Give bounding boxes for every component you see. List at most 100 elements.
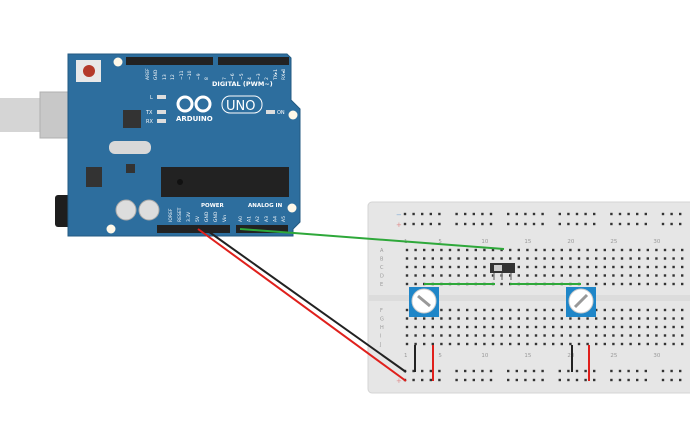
rail-hole[interactable] — [421, 378, 424, 382]
breadboard-hole[interactable] — [405, 274, 409, 277]
breadboard-hole[interactable] — [466, 274, 469, 277]
breadboard-hole[interactable] — [577, 257, 581, 260]
breadboard-hole[interactable] — [500, 342, 503, 346]
breadboard-hole[interactable] — [509, 308, 512, 312]
breadboard-hole[interactable] — [414, 342, 417, 346]
breadboard-hole[interactable] — [405, 317, 409, 320]
breadboard-hole[interactable] — [569, 265, 572, 269]
rail-hole[interactable] — [464, 222, 467, 226]
breadboard-hole[interactable] — [681, 257, 684, 260]
breadboard-hole[interactable] — [560, 317, 563, 320]
breadboard-hole[interactable] — [595, 308, 598, 312]
breadboard-hole[interactable] — [629, 308, 632, 312]
breadboard-hole[interactable] — [577, 265, 581, 269]
breadboard-hole[interactable] — [448, 265, 452, 269]
breadboard-hole[interactable] — [577, 248, 581, 252]
breadboard-hole[interactable] — [672, 265, 675, 269]
breadboard-hole[interactable] — [663, 248, 667, 252]
breadboard-hole[interactable] — [414, 317, 417, 320]
breadboard-hole[interactable] — [440, 248, 443, 252]
breadboard-hole[interactable] — [612, 248, 615, 252]
breadboard-hole[interactable] — [509, 317, 512, 320]
breadboard-hole[interactable] — [681, 282, 684, 286]
breadboard-hole[interactable] — [595, 274, 598, 277]
rail-hole[interactable] — [567, 222, 570, 226]
breadboard-hole[interactable] — [440, 325, 443, 329]
breadboard-hole[interactable] — [672, 257, 675, 260]
rail-hole[interactable] — [584, 378, 587, 382]
breadboard-hole[interactable] — [560, 265, 563, 269]
rail-hole[interactable] — [464, 212, 467, 216]
breadboard-hole[interactable] — [620, 257, 624, 260]
breadboard-hole[interactable] — [603, 257, 606, 260]
rail-hole[interactable] — [593, 378, 596, 382]
breadboard-hole[interactable] — [552, 334, 555, 337]
breadboard-hole[interactable] — [577, 325, 581, 329]
breadboard-hole[interactable] — [672, 325, 675, 329]
breadboard-hole[interactable] — [646, 334, 649, 337]
rail-hole[interactable] — [636, 369, 639, 373]
breadboard-hole[interactable] — [491, 334, 495, 337]
breadboard-hole[interactable] — [457, 342, 460, 346]
breadboard-hole[interactable] — [440, 308, 443, 312]
breadboard-hole[interactable] — [577, 274, 581, 277]
breadboard-hole[interactable] — [595, 282, 598, 286]
rail-hole[interactable] — [575, 378, 579, 382]
breadboard-hole[interactable] — [440, 257, 443, 260]
rail-hole[interactable] — [627, 378, 630, 382]
rail-hole[interactable] — [412, 369, 415, 373]
breadboard-hole[interactable] — [509, 334, 512, 337]
breadboard-hole[interactable] — [448, 317, 452, 320]
breadboard-hole[interactable] — [474, 274, 477, 277]
rail-hole[interactable] — [507, 212, 510, 216]
rail-hole[interactable] — [670, 378, 673, 382]
rail-hole[interactable] — [524, 222, 527, 226]
breadboard-hole[interactable] — [672, 308, 675, 312]
rail-hole[interactable] — [644, 369, 647, 373]
breadboard-hole[interactable] — [526, 274, 529, 277]
rail-hole[interactable] — [567, 369, 570, 373]
rail-hole[interactable] — [679, 222, 682, 226]
breadboard-hole[interactable] — [405, 342, 409, 346]
breadboard-hole[interactable] — [483, 342, 486, 346]
breadboard-hole[interactable] — [655, 317, 658, 320]
wire-red-5v[interactable] — [197, 228, 407, 382]
breadboard-hole[interactable] — [423, 325, 426, 329]
rail-hole[interactable] — [575, 212, 579, 216]
breadboard-hole[interactable] — [543, 274, 546, 277]
breadboard-hole[interactable] — [457, 257, 460, 260]
breadboard-hole[interactable] — [491, 257, 495, 260]
breadboard-hole[interactable] — [620, 334, 624, 337]
breadboard-hole[interactable] — [603, 317, 606, 320]
rail-hole[interactable] — [515, 222, 518, 226]
breadboard-hole[interactable] — [638, 342, 641, 346]
rail-hole[interactable] — [679, 212, 682, 216]
breadboard-hole[interactable] — [672, 317, 675, 320]
potentiometer-right[interactable] — [566, 287, 596, 317]
breadboard-hole[interactable] — [612, 317, 615, 320]
breadboard-hole[interactable] — [414, 325, 417, 329]
breadboard-hole[interactable] — [663, 282, 667, 286]
rail-hole[interactable] — [438, 222, 441, 226]
breadboard-hole[interactable] — [638, 282, 641, 286]
breadboard-hole[interactable] — [586, 334, 589, 337]
breadboard-hole[interactable] — [620, 308, 624, 312]
breadboard-hole[interactable] — [672, 282, 675, 286]
breadboard-hole[interactable] — [560, 274, 563, 277]
breadboard-hole[interactable] — [638, 248, 641, 252]
breadboard-hole[interactable] — [620, 325, 624, 329]
breadboard-hole[interactable] — [543, 334, 546, 337]
breadboard-hole[interactable] — [431, 265, 434, 269]
breadboard-hole[interactable] — [457, 265, 460, 269]
rail-hole[interactable] — [515, 369, 518, 373]
breadboard-hole[interactable] — [560, 308, 563, 312]
breadboard-hole[interactable] — [474, 265, 477, 269]
breadboard-hole[interactable] — [534, 342, 538, 346]
rail-hole[interactable] — [679, 378, 682, 382]
breadboard-hole[interactable] — [466, 317, 469, 320]
breadboard-hole[interactable] — [672, 274, 675, 277]
rail-hole[interactable] — [481, 378, 484, 382]
rail-hole[interactable] — [541, 222, 544, 226]
breadboard-hole[interactable] — [405, 282, 409, 286]
